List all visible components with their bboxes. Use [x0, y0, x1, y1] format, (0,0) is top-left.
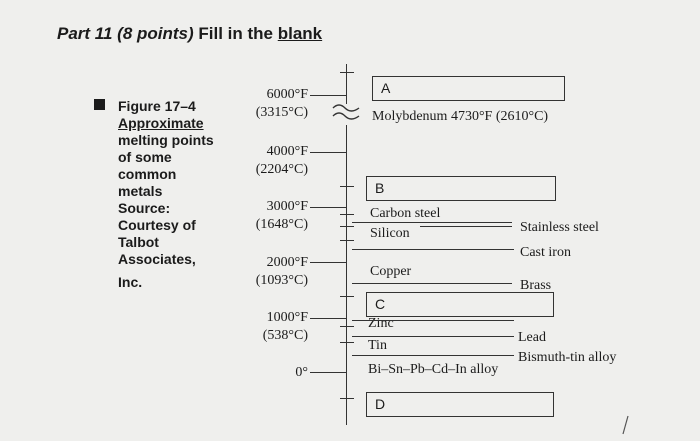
caption-line: Source:	[118, 200, 171, 216]
tick-0	[310, 372, 346, 373]
scale-1000: 1000°F(538°C)	[262, 310, 308, 343]
axis-main	[346, 125, 347, 425]
label-bismuth-tin: Bismuth-tin alloy	[518, 350, 617, 365]
title-blank-word: blank	[277, 24, 323, 43]
axis-top	[346, 64, 347, 104]
caption-figure: Figure 17–4	[118, 98, 196, 114]
scale-0: 0°	[295, 365, 308, 380]
minor-tick	[340, 326, 354, 327]
tick-4000	[310, 152, 346, 153]
label-copper: Copper	[370, 264, 412, 279]
label-carbon-steel: Carbon steel	[370, 206, 441, 221]
minor-tick	[340, 240, 354, 241]
caption-line: Courtesy of	[118, 217, 196, 233]
label-brass: Brass	[520, 278, 552, 293]
caption-line: melting points	[118, 132, 214, 148]
tick-1000	[310, 318, 346, 319]
minor-tick	[340, 72, 354, 73]
line-copper	[352, 283, 512, 284]
line-zinc	[352, 320, 514, 321]
pen-mark-icon	[620, 415, 630, 435]
caption-line: common	[118, 166, 177, 182]
minor-tick	[340, 186, 354, 187]
tick-3000	[310, 207, 346, 208]
line-cast-iron	[352, 249, 514, 250]
label-tin: Tin	[368, 338, 387, 353]
caption-line: of some	[118, 149, 172, 165]
line-carbon-steel	[352, 222, 512, 223]
tick-6000	[310, 95, 346, 96]
scale-2000: 2000°F(1093°C)	[255, 255, 308, 288]
caption-line: Talbot	[118, 234, 159, 250]
minor-tick	[340, 214, 354, 215]
caption-line: Approximate	[118, 115, 204, 131]
answer-box-b: B	[366, 176, 556, 201]
label-silicon: Silicon	[370, 226, 410, 241]
line-tin	[352, 355, 514, 356]
label-lead: Lead	[518, 330, 546, 345]
scale-3000: 3000°F(1648°C)	[255, 199, 308, 232]
axis-break-icon	[331, 99, 361, 125]
caption-line: Inc.	[118, 274, 143, 290]
minor-tick	[340, 226, 354, 227]
label-stainless-steel: Stainless steel	[520, 220, 599, 235]
answer-box-c: C	[366, 292, 554, 317]
label-molybdenum: Molybdenum 4730°F (2610°C)	[372, 109, 549, 124]
tick-2000	[310, 262, 346, 263]
label-zinc: Zinc	[368, 316, 394, 331]
scale-4000: 4000°F(2204°C)	[255, 144, 308, 177]
label-bi-alloy: Bi–Sn–Pb–Cd–In alloy	[368, 362, 499, 377]
minor-tick	[340, 342, 354, 343]
title-text: Fill in the	[198, 24, 273, 43]
label-cast-iron: Cast iron	[520, 245, 571, 260]
part-label: Part 11 (8 points)	[57, 24, 194, 43]
bullet-icon	[94, 99, 105, 110]
figure-caption: Figure 17–4 Approximate melting points o…	[118, 98, 228, 291]
page-title: Part 11 (8 points) Fill in the blank	[57, 24, 322, 44]
line-lead	[352, 336, 514, 337]
answer-box-a: A	[372, 76, 565, 101]
minor-tick	[340, 398, 354, 399]
line-silicon	[420, 226, 512, 227]
caption-line: Associates,	[118, 251, 196, 267]
answer-box-d: D	[366, 392, 554, 417]
minor-tick	[340, 296, 354, 297]
scale-6000: 6000°F(3315°C)	[255, 87, 308, 120]
caption-line: metals	[118, 183, 163, 199]
